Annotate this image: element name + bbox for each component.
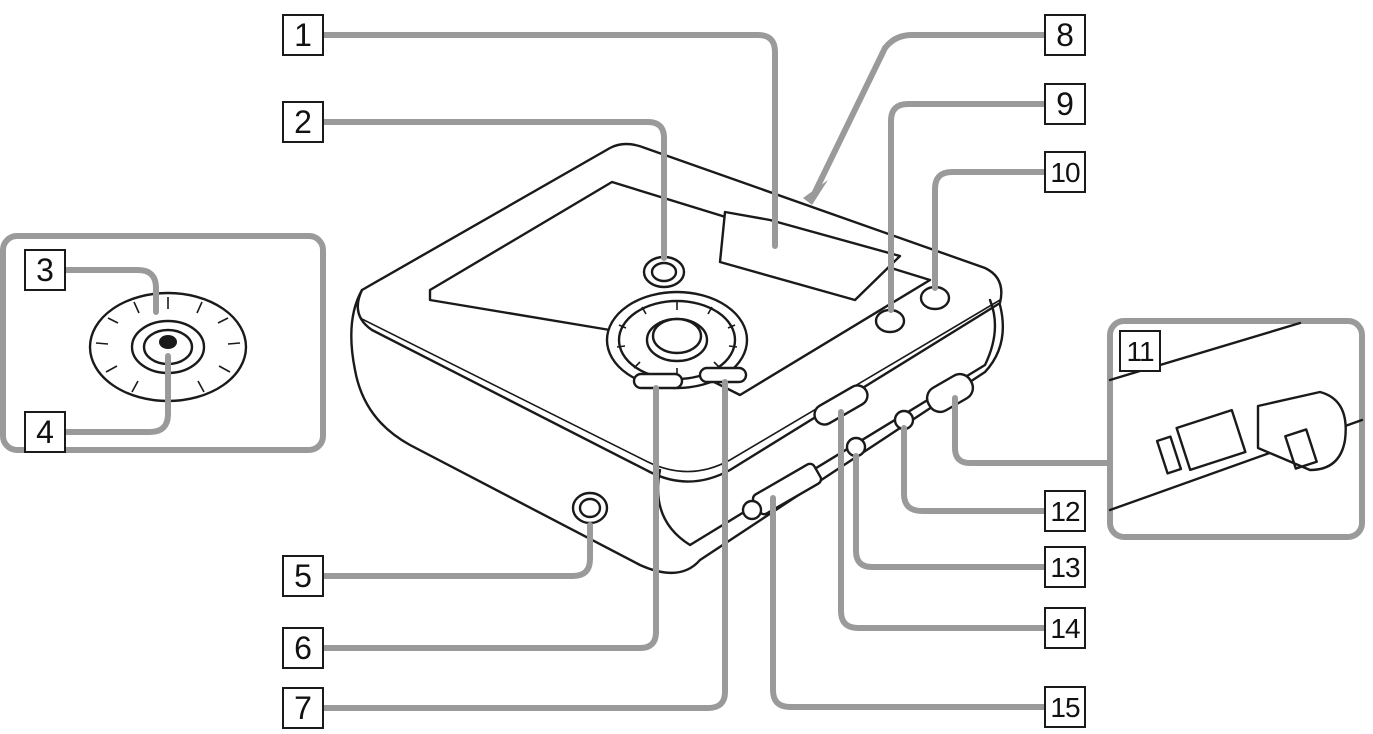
leader-lines — [62, 32, 1113, 711]
callout-7: 7 — [282, 687, 324, 729]
callout-3: 3 — [24, 249, 66, 291]
svg-text:6: 6 — [294, 630, 312, 666]
jack-5 — [571, 491, 609, 525]
svg-text:15: 15 — [1050, 692, 1080, 723]
svg-text:12: 12 — [1050, 496, 1080, 527]
side-controls — [571, 372, 975, 525]
slide-switch-14 — [813, 384, 869, 426]
svg-text:9: 9 — [1056, 86, 1074, 122]
callout-4: 4 — [24, 411, 66, 453]
leader-10 — [932, 169, 1048, 291]
leader-2 — [320, 119, 667, 261]
button-9 — [874, 308, 906, 334]
leader-4 — [62, 353, 171, 435]
display-window — [718, 210, 902, 302]
dial-detail — [88, 291, 248, 403]
svg-text:1: 1 — [294, 17, 312, 53]
svg-text:10: 10 — [1050, 157, 1080, 188]
leader-8 — [812, 32, 1048, 195]
callout-1: 1 — [282, 14, 324, 56]
leader-12 — [901, 425, 1048, 514]
svg-text:3: 3 — [36, 252, 54, 288]
svg-text:5: 5 — [294, 558, 312, 594]
top-controls — [605, 255, 951, 390]
leader-7 — [320, 379, 728, 711]
callout-2: 2 — [282, 101, 324, 143]
callout-6: 6 — [282, 627, 324, 669]
svg-text:7: 7 — [294, 690, 312, 726]
svg-text:11: 11 — [1126, 336, 1153, 367]
callout-8: 8 — [1044, 14, 1086, 56]
leader-15 — [770, 495, 1048, 710]
leader-9 — [888, 101, 1048, 313]
callout-11: 11 — [1119, 330, 1161, 372]
leader-14 — [838, 409, 1048, 631]
callout-9: 9 — [1044, 83, 1086, 125]
callout-10: 10 — [1044, 151, 1086, 193]
leader-11 — [952, 395, 1113, 466]
callout-13: 13 — [1044, 546, 1086, 588]
leader-6 — [320, 385, 659, 651]
svg-text:2: 2 — [294, 104, 312, 140]
svg-text:14: 14 — [1050, 613, 1080, 644]
leader-13 — [853, 453, 1048, 570]
svg-text:8: 8 — [1056, 17, 1074, 53]
leader-5 — [320, 522, 593, 579]
svg-text:4: 4 — [36, 414, 54, 450]
svg-text:13: 13 — [1050, 552, 1080, 583]
leader-1 — [320, 32, 778, 249]
leader-3 — [62, 267, 159, 315]
callout-15: 15 — [1044, 686, 1086, 728]
round-button-2 — [642, 255, 686, 289]
callout-5: 5 — [282, 555, 324, 597]
callout-12: 12 — [1044, 490, 1086, 532]
callout-14: 14 — [1044, 607, 1086, 649]
usb-detail — [1108, 321, 1364, 512]
